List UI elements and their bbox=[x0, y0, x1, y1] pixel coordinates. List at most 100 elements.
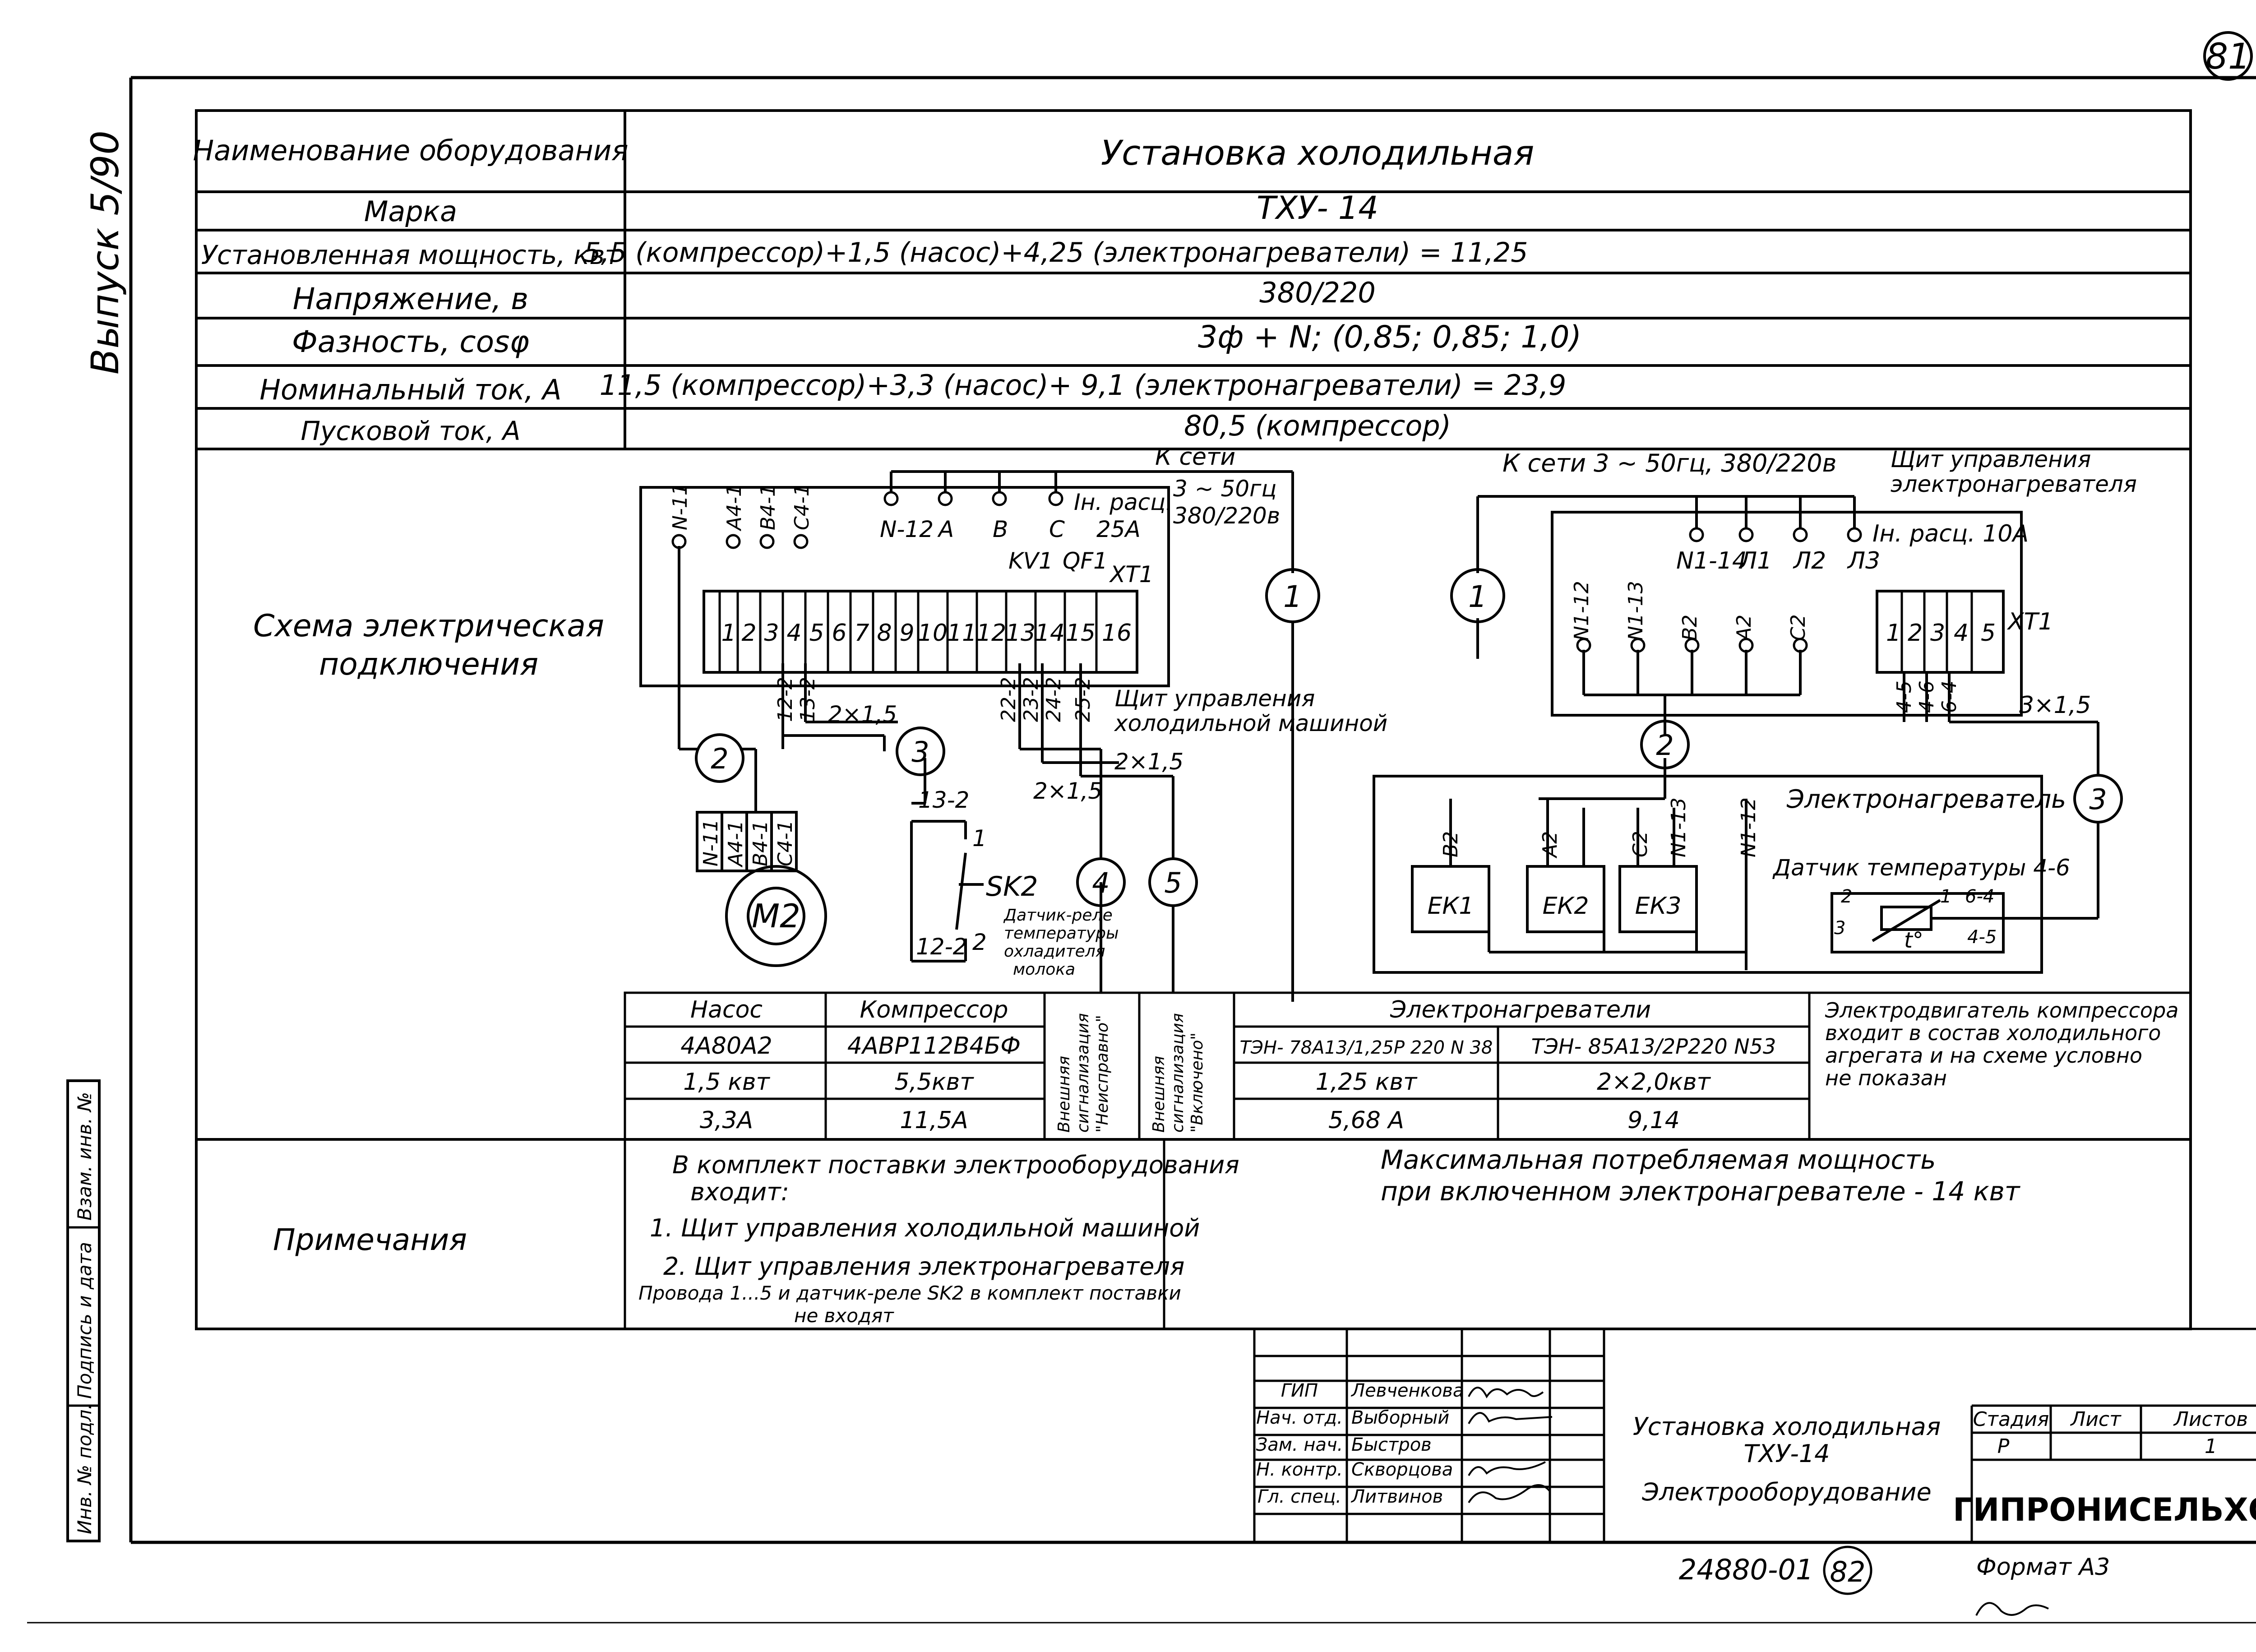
left-circle-2: 2 bbox=[711, 742, 728, 775]
lt-num-16: 16 bbox=[1102, 620, 1132, 647]
r-sensor-pin3: 3 bbox=[1834, 918, 1845, 939]
l-in-c: С bbox=[1049, 516, 1065, 542]
tb-name-4: Скворцова bbox=[1351, 1459, 1453, 1480]
spec-label-current: Номинальный ток, А bbox=[259, 373, 561, 406]
tb-title-1: Установка холодильная bbox=[1633, 1412, 1941, 1441]
r-it-n113: N1-13 bbox=[1624, 581, 1647, 641]
spec-value-power: 5,5 (компрессор)+1,5 (насос)+4,25 (элект… bbox=[584, 237, 1528, 268]
left-circle-3: 3 bbox=[911, 736, 929, 768]
heater-current-a: 5,68 А bbox=[1328, 1107, 1404, 1134]
equip-note-2: входит в состав холодильного bbox=[1825, 1021, 2161, 1045]
spec-label-start: Пусковой ток, А bbox=[301, 416, 521, 446]
signal-fault-3: "Неисправно" bbox=[1093, 1015, 1112, 1133]
vypusk-label: Выпуск 5/90 bbox=[83, 130, 127, 375]
signal-on-2: сигнализация bbox=[1169, 1013, 1187, 1133]
r-in-l2: Л2 bbox=[1793, 547, 1826, 574]
tb-name-2: Выборный bbox=[1351, 1407, 1449, 1428]
l-in-a: А bbox=[937, 516, 954, 542]
l-ut-122: 12-2 bbox=[774, 677, 797, 722]
spec-value-phase: 3ф + N; (0,85; 0,85; 1,0) bbox=[1198, 319, 1581, 355]
r-ht-b2: В2 bbox=[1439, 831, 1462, 857]
spec-label-power: Установленная мощность, квт bbox=[201, 240, 621, 270]
equip-note-1: Электродвигатель компрессора bbox=[1825, 998, 2178, 1023]
equip-note-3: агрегата и на схеме условно bbox=[1825, 1043, 2142, 1068]
comp-power: 5,5квт bbox=[894, 1069, 974, 1096]
spec-label-voltage: Напряжение, в bbox=[293, 282, 528, 316]
r-ek1: ЕК1 bbox=[1428, 893, 1474, 920]
comp-current: 11,5А bbox=[900, 1107, 968, 1134]
l-mb-c41: С4-1 bbox=[774, 820, 797, 866]
pump-header: Насос bbox=[690, 996, 763, 1023]
l-rating2: 25А bbox=[1096, 516, 1141, 542]
r-ut-46: 4-6 bbox=[1915, 680, 1938, 713]
lt-num-8: 8 bbox=[877, 620, 892, 647]
r-panel-title1: Щит управления bbox=[1891, 446, 2091, 472]
sheet-number-text: 81 bbox=[2205, 37, 2250, 77]
left-circle-5: 5 bbox=[1164, 866, 1182, 899]
heater-model-b: ТЭН- 85А13/2Р220 N53 bbox=[1531, 1034, 1776, 1059]
tb-stage-label: Стадия bbox=[1973, 1408, 2049, 1431]
l-ut-222: 22-2 bbox=[997, 677, 1020, 722]
r-ht-a2: А2 bbox=[1539, 831, 1562, 859]
tb-role-glspec: Гл. спец. bbox=[1257, 1486, 1341, 1507]
notes-label: Примечания bbox=[273, 1222, 467, 1257]
l-panel-caption1: Щит управления bbox=[1114, 685, 1315, 712]
lt-num-12: 12 bbox=[976, 620, 1006, 647]
l-network: К сети bbox=[1155, 444, 1235, 471]
notes-right-2: при включенном электронагревателе - 14 к… bbox=[1381, 1176, 2021, 1207]
spec-label-mark: Марка bbox=[364, 195, 457, 228]
signal-on-3: "Включено" bbox=[1188, 1032, 1207, 1133]
equip-note-4: не показан bbox=[1825, 1066, 1947, 1090]
comp-header: Компрессор bbox=[860, 996, 1008, 1023]
signatures bbox=[1468, 1387, 2049, 1616]
left-circle-4: 4 bbox=[1092, 866, 1110, 899]
scheme-label-2: подключения bbox=[319, 647, 538, 682]
signal-on-1: Внешняя bbox=[1150, 1056, 1168, 1133]
r-in-l3: Л3 bbox=[1847, 547, 1880, 574]
tb-role-nkontr: Н. контр. bbox=[1256, 1459, 1343, 1480]
r-t1: 1 bbox=[1886, 620, 1901, 647]
l-sk-top: 13-2 bbox=[918, 787, 969, 813]
l-ut-242: 24-2 bbox=[1042, 677, 1065, 722]
notes-line-4: 2. Щит управления электронагревателя bbox=[663, 1252, 1184, 1281]
spec-value-start: 80,5 (компрессор) bbox=[1184, 409, 1451, 442]
l-mt-b41: В4-1 bbox=[757, 484, 780, 530]
spec-table: Наименование оборудования Установка холо… bbox=[193, 109, 2192, 1330]
motor-label: M2 bbox=[752, 897, 800, 935]
right-scheme: 1 2 3 К сети 3 ~ 50гц, 380/220в Щит упра… bbox=[1373, 446, 2137, 974]
r-ek2: ЕК2 bbox=[1543, 893, 1589, 920]
tb-name-5: Литвинов bbox=[1350, 1486, 1443, 1507]
l-ut-132: 13-2 bbox=[796, 677, 819, 722]
r-sensor-pin2: 2 bbox=[1841, 886, 1852, 907]
l-ut-252: 25-2 bbox=[1072, 677, 1095, 722]
r-sensor-title: Датчик температуры 4-6 bbox=[1772, 855, 2070, 881]
r-ht-n112: N1-12 bbox=[1737, 797, 1760, 857]
spec-value-name: Установка холодильная bbox=[1101, 133, 1534, 173]
r-xt1: XT1 bbox=[2006, 608, 2053, 635]
scheme-label-1: Схема электрическая bbox=[253, 608, 604, 644]
notes-line-6: не входят bbox=[794, 1305, 894, 1327]
l-sk-desc2: температуры bbox=[1004, 924, 1119, 943]
tb-title-2: ТХУ-14 bbox=[1743, 1439, 1830, 1468]
left-circle-1: 1 bbox=[1283, 579, 1302, 614]
r-rating: Iн. расц. 10А bbox=[1872, 520, 2029, 547]
tb-sheets-label: Листов bbox=[2173, 1408, 2248, 1431]
tb-role-zam: Зам. нач. bbox=[1256, 1435, 1343, 1455]
l-mb-n11: N-11 bbox=[699, 819, 722, 866]
lt-num-15: 15 bbox=[1066, 620, 1096, 647]
r-ek3: ЕК3 bbox=[1635, 893, 1682, 920]
l-in-n12: N-12 bbox=[880, 516, 934, 542]
notes-section: Примечания В комплект поставки электрооб… bbox=[273, 1139, 2021, 1329]
l-mt-a41: А4-1 bbox=[723, 484, 746, 532]
r-ut-45: 4-5 bbox=[1893, 680, 1916, 713]
r-it-a2: А2 bbox=[1733, 615, 1756, 642]
r-ht-c2: С2 bbox=[1629, 831, 1652, 857]
heater-power-b: 2×2,0квт bbox=[1597, 1069, 1711, 1096]
notes-line-5: Провода 1...5 и датчик-реле SK2 в компле… bbox=[638, 1282, 1181, 1304]
lt-num-5: 5 bbox=[809, 620, 824, 647]
l-mt-c41: С4-1 bbox=[791, 484, 814, 530]
tb-name-1: Левченкова bbox=[1350, 1380, 1464, 1401]
l-network-spec2: 380/220в bbox=[1173, 503, 1280, 529]
spec-value-voltage: 380/220 bbox=[1259, 276, 1376, 309]
l-sk-c1: 1 bbox=[972, 825, 987, 851]
